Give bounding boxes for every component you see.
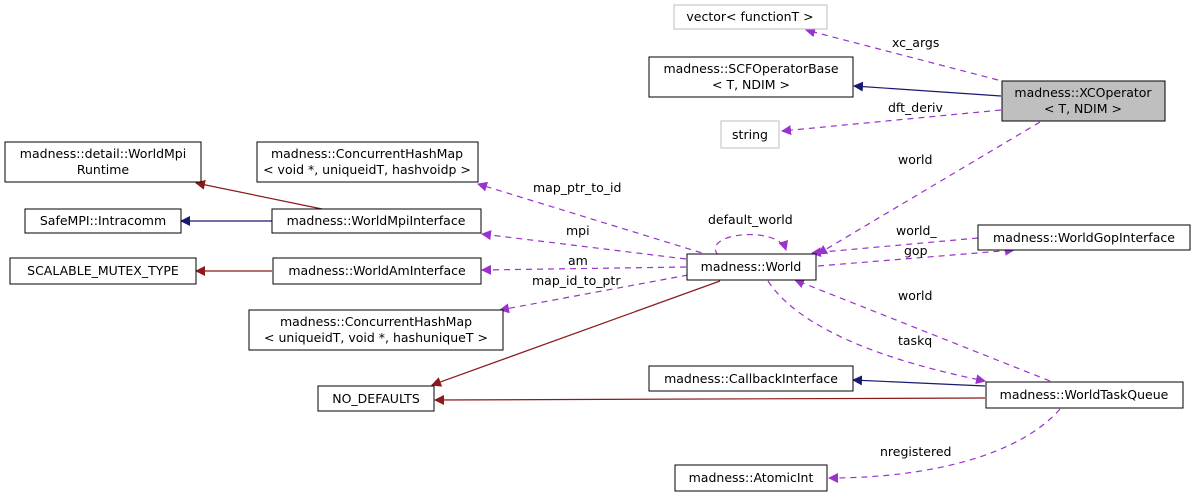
edge-label-mpi: mpi	[566, 223, 590, 238]
edge-label-am: am	[568, 253, 588, 268]
edge-label-xc-world: world	[898, 152, 932, 167]
edge-am	[481, 264, 687, 275]
edge-inherit-callbackinterface	[852, 375, 986, 387]
edge-xc-args	[805, 27, 999, 81]
edge-nodefaults-taskqueue	[434, 394, 986, 405]
edge-map-ptr-to-id	[477, 181, 713, 257]
node-scalable-mutex-type[interactable]: SCALABLE_MUTEX_TYPE	[9, 257, 197, 285]
node-label: string	[732, 127, 768, 142]
node-label: madness::WorldGopInterface	[993, 230, 1175, 245]
node-worldmpiruntime[interactable]: madness::detail::WorldMpi Runtime	[4, 141, 202, 183]
edge-label-world-underscore: world_	[896, 223, 937, 238]
node-label: < uniqueidT, void *, hashuniqueT >	[264, 330, 488, 345]
node-world[interactable]: madness::World	[686, 253, 817, 281]
node-label: < T, NDIM >	[712, 77, 790, 92]
nodes-layer: vector< functionT > madness::SCFOperator…	[4, 4, 1191, 492]
edge-taskqueue-world	[794, 278, 1051, 382]
node-atomicint[interactable]: madness::AtomicInt	[674, 464, 828, 492]
edge-map-id-to-ptr	[499, 274, 689, 314]
node-label: madness::ConcurrentHashMap	[280, 314, 472, 329]
edge-label-taskqueue-world: world	[898, 288, 932, 303]
node-label: madness::World	[701, 259, 802, 274]
edge-inherit-scfoperatorbase	[853, 81, 1002, 97]
node-label: madness::WorldAmInterface	[288, 263, 466, 278]
node-concurrenthashmap-void[interactable]: madness::ConcurrentHashMap < void *, uni…	[256, 141, 479, 183]
edge-inherit-worldmpiruntime	[195, 179, 323, 210]
node-label: madness::WorldTaskQueue	[1000, 387, 1169, 402]
edge-mpi	[481, 230, 687, 260]
edge-label-map-id-to-ptr: map_id_to_ptr	[532, 273, 621, 288]
edge-label-nregistered: nregistered	[880, 444, 951, 459]
edge-default-world	[714, 233, 788, 256]
edge-label-taskq: taskq	[898, 333, 932, 348]
edge-label-map-ptr-to-id: map_ptr_to_id	[533, 180, 621, 195]
node-label: Runtime	[77, 162, 130, 177]
node-xcoperator[interactable]: madness::XCOperator < T, NDIM >	[1001, 80, 1166, 122]
node-concurrenthashmap-uniqueid[interactable]: madness::ConcurrentHashMap < uniqueidT, …	[248, 309, 504, 351]
node-label: SafeMPI::Intracomm	[40, 213, 166, 228]
edge-label-gop: gop	[904, 243, 928, 258]
node-scfoperatorbase[interactable]: madness::SCFOperatorBase < T, NDIM >	[648, 56, 854, 98]
node-no-defaults[interactable]: NO_DEFAULTS	[317, 385, 435, 412]
edge-label-xc-args: xc_args	[892, 35, 939, 50]
edge-label-dft-deriv: dft_deriv	[888, 100, 944, 115]
edge-dft-deriv	[781, 109, 1002, 136]
node-worldaminterface[interactable]: madness::WorldAmInterface	[272, 257, 482, 285]
node-worldmpiinterface[interactable]: madness::WorldMpiInterface	[271, 208, 482, 234]
node-safempi-intracomm[interactable]: SafeMPI::Intracomm	[24, 208, 182, 234]
node-label: madness::WorldMpiInterface	[287, 213, 466, 228]
node-string[interactable]: string	[720, 120, 780, 149]
node-label: SCALABLE_MUTEX_TYPE	[27, 263, 179, 278]
node-label: madness::XCOperator	[1014, 85, 1152, 100]
node-worldgopinterface[interactable]: madness::WorldGopInterface	[977, 224, 1191, 251]
edge-world-underscore	[811, 237, 979, 258]
node-worldtaskqueue[interactable]: madness::WorldTaskQueue	[985, 381, 1184, 409]
node-label: madness::CallbackInterface	[664, 371, 838, 386]
edge-nodefaults-world	[431, 280, 721, 387]
node-label: < void *, uniqueidT, hashvoidp >	[263, 162, 471, 177]
edge-label-default-world: default_world	[708, 212, 793, 227]
node-label: madness::ConcurrentHashMap	[271, 146, 463, 161]
node-callbackinterface[interactable]: madness::CallbackInterface	[648, 365, 854, 392]
node-label: NO_DEFAULTS	[332, 391, 420, 406]
edges-layer: xc_args dft_deriv world map_ptr_to_id de…	[180, 27, 1061, 483]
node-label: madness::detail::WorldMpi	[20, 146, 186, 161]
node-label: madness::AtomicInt	[689, 470, 814, 485]
edge-taskq	[767, 280, 986, 385]
node-label: madness::SCFOperatorBase	[663, 61, 838, 76]
node-label: < T, NDIM >	[1044, 101, 1122, 116]
edge-nregistered	[828, 408, 1061, 483]
node-vector-functiont[interactable]: vector< functionT >	[673, 4, 828, 30]
node-label: vector< functionT >	[686, 9, 813, 24]
